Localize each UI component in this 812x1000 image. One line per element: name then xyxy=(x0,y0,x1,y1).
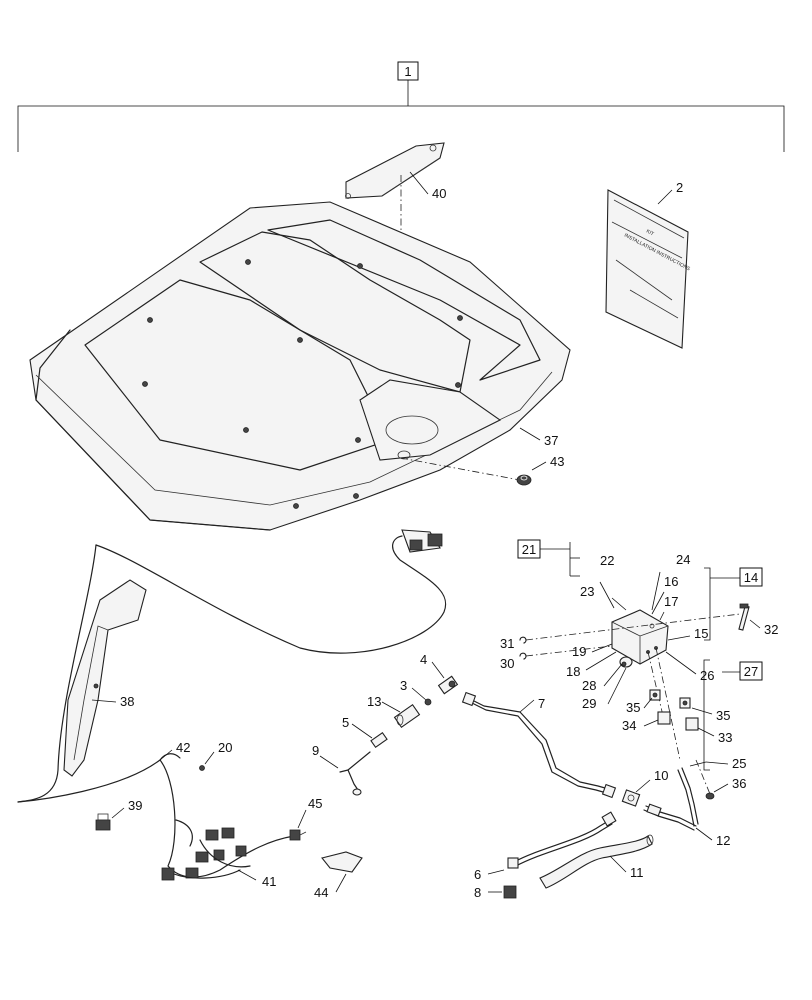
part-35-fitting-left xyxy=(649,689,661,701)
part-5-fitting xyxy=(370,731,388,749)
manual-line-1: KIT xyxy=(645,228,655,237)
callout-35-right: 35 xyxy=(716,708,730,723)
part-38-pillar-trim xyxy=(63,579,147,777)
callout-42: 42 xyxy=(176,740,190,755)
callout-32: 32 xyxy=(764,622,778,637)
callout-45: 45 xyxy=(308,796,322,811)
part-45-connector xyxy=(289,829,307,841)
callout-29: 29 xyxy=(582,696,596,711)
part-42-wiring-harness xyxy=(17,753,295,878)
part-22-valve-block xyxy=(611,609,669,668)
callout-15: 15 xyxy=(694,626,708,641)
callout-21: 21 xyxy=(522,542,536,557)
callout-44: 44 xyxy=(314,885,328,900)
callout-14: 14 xyxy=(744,570,758,585)
part-32-bolt xyxy=(738,603,750,631)
part-4-connector xyxy=(437,675,459,695)
callout-41: 41 xyxy=(262,874,276,889)
callout-box-27: 27 xyxy=(739,661,763,681)
callout-39: 39 xyxy=(128,798,142,813)
callout-2: 2 xyxy=(676,180,683,195)
part-31-clip xyxy=(519,636,527,644)
callout-4: 4 xyxy=(420,652,427,667)
callout-7: 7 xyxy=(538,696,545,711)
callout-24: 24 xyxy=(676,552,690,567)
callout-11: 11 xyxy=(630,865,644,880)
callout-8: 8 xyxy=(474,885,481,900)
callout-5: 5 xyxy=(342,715,349,730)
callout-28: 28 xyxy=(582,678,596,693)
part-30-clip xyxy=(519,652,527,660)
callout-27: 27 xyxy=(744,664,758,679)
part-44-shield xyxy=(321,851,363,873)
part-11-hose-segment xyxy=(539,834,654,889)
part-37-roof-panel xyxy=(29,201,571,531)
part-41-harness-connectors xyxy=(161,827,251,881)
callout-40: 40 xyxy=(432,186,446,201)
callout-1: 1 xyxy=(404,64,411,79)
part-36-plug xyxy=(705,792,715,800)
callout-12: 12 xyxy=(716,833,730,848)
callout-box-21: 21 xyxy=(517,539,541,559)
callout-box-1: 1 xyxy=(397,61,419,81)
callout-13: 13 xyxy=(367,694,381,709)
callout-23: 23 xyxy=(580,584,594,599)
part-34-fitting xyxy=(657,711,671,725)
callout-31: 31 xyxy=(500,636,514,651)
callout-17: 17 xyxy=(664,594,678,609)
part-12-hose xyxy=(643,767,699,831)
roof-harness-loop xyxy=(17,529,447,803)
callout-26: 26 xyxy=(700,668,714,683)
part-13-filter xyxy=(393,704,421,728)
callout-6: 6 xyxy=(474,867,481,882)
callout-9: 9 xyxy=(312,743,319,758)
callout-25: 25 xyxy=(732,756,746,771)
callout-36: 36 xyxy=(732,776,746,791)
callout-19: 19 xyxy=(572,644,586,659)
part-7-tube xyxy=(461,691,617,799)
callout-box-14: 14 xyxy=(739,567,763,587)
part-40-cover-bracket xyxy=(345,142,445,199)
part-20-fastener xyxy=(199,765,205,771)
callout-37: 37 xyxy=(544,433,558,448)
assembly-bracket xyxy=(17,80,785,152)
callout-30: 30 xyxy=(500,656,514,671)
part-10-tee-fitting xyxy=(621,789,641,807)
part-2-installation-manual: KIT INSTALLATION INSTRUCTIONS xyxy=(605,189,692,349)
callout-16: 16 xyxy=(664,574,678,589)
callout-43: 43 xyxy=(550,454,564,469)
callout-18: 18 xyxy=(566,664,580,679)
callout-10: 10 xyxy=(654,768,668,783)
callout-22: 22 xyxy=(600,553,614,568)
part-33-fitting xyxy=(685,717,699,731)
callout-38: 38 xyxy=(120,694,134,709)
part-6-hose xyxy=(507,811,617,869)
part-39-switch xyxy=(95,813,111,831)
part-43-grommet xyxy=(516,474,532,486)
part-9-elbow-fitting xyxy=(339,751,371,796)
part-35-fitting-right xyxy=(679,697,691,709)
part-8-nut xyxy=(503,885,517,899)
part-3-washer xyxy=(424,698,432,706)
callout-3: 3 xyxy=(400,678,407,693)
callout-33: 33 xyxy=(718,730,732,745)
callout-35-left: 35 xyxy=(626,700,640,715)
callout-20: 20 xyxy=(218,740,232,755)
callout-34: 34 xyxy=(622,718,636,733)
